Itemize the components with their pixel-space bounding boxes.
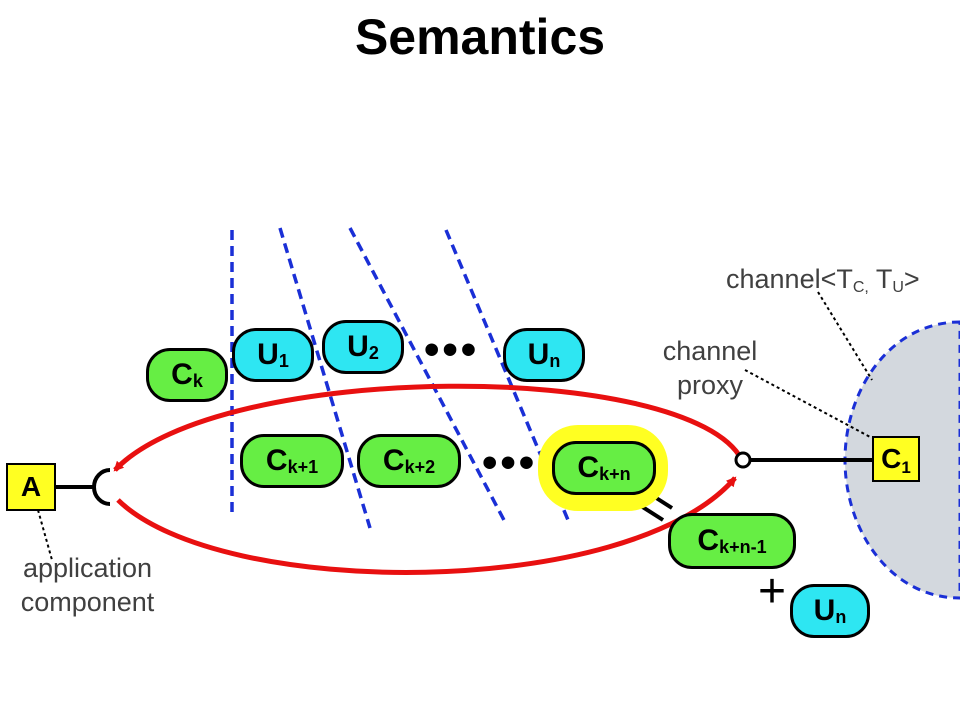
plus-sign: +: [758, 565, 787, 618]
label-channel-proxy-line1: channel: [662, 336, 758, 366]
equals-line-2: [639, 504, 665, 522]
c1-main: C: [881, 443, 902, 474]
pill-ckn-sub: k+n: [599, 463, 631, 484]
application-component-box-label: A: [20, 471, 42, 502]
channel-type-mid: T: [868, 264, 893, 294]
c1-label: C1: [881, 443, 911, 477]
leader-application-component: [37, 509, 53, 561]
pill-u1-main: U: [257, 338, 279, 371]
channel-type-suffix: >: [903, 264, 920, 294]
pill-un-top-sub: n: [549, 350, 561, 371]
label-application-component: application component: [0, 551, 175, 619]
label-application-line1: application: [22, 553, 153, 583]
pill-un-bottom-sub: n: [835, 606, 847, 627]
pill-ckn-main: C: [577, 451, 600, 484]
pill-un-bottom-main: U: [813, 594, 836, 627]
channel-type-prefix: channel<T: [726, 264, 853, 294]
proxy-port: [734, 451, 752, 469]
channel-proxy-box: C1: [872, 436, 920, 482]
ellipsis-top: •••: [424, 325, 480, 374]
application-component-box: A: [6, 463, 56, 511]
pill-u2-sub: 2: [368, 342, 379, 363]
pill-ck1-main: C: [265, 444, 288, 477]
pill-ckn1-sub: k+n-1: [719, 536, 767, 557]
pill-ck-main: C: [171, 358, 193, 391]
c1-sub: 1: [901, 458, 911, 477]
label-channel-type: channel<TC, TU>: [726, 262, 946, 301]
label-channel-proxy-line2: proxy: [676, 370, 744, 400]
channel-type-sub1: C,: [852, 279, 869, 296]
label-application-line2: component: [20, 587, 155, 617]
pill-ck2-sub: k+2: [404, 456, 436, 477]
pill-ckn1-main: C: [697, 524, 720, 557]
pill-u2-main: U: [347, 330, 369, 363]
ellipsis-middle: •••: [482, 438, 538, 487]
leader-channel-proxy: [744, 369, 873, 439]
update-line-3: [348, 227, 507, 523]
pill-u1-sub: 1: [278, 350, 289, 371]
pill-ck2-main: C: [382, 444, 405, 477]
page-title: Semantics: [354, 9, 606, 65]
pill-ck1-sub: k+1: [287, 456, 319, 477]
pill-ck-sub: k: [192, 370, 203, 391]
pill-un-top-main: U: [527, 338, 550, 371]
label-channel-proxy: channel proxy: [640, 334, 780, 402]
channel-type-sub2: U: [892, 279, 904, 296]
leader-channel-type: [817, 291, 873, 381]
required-interface: [92, 468, 111, 506]
red-arrow-top: [113, 383, 745, 472]
update-line-2: [278, 227, 372, 529]
